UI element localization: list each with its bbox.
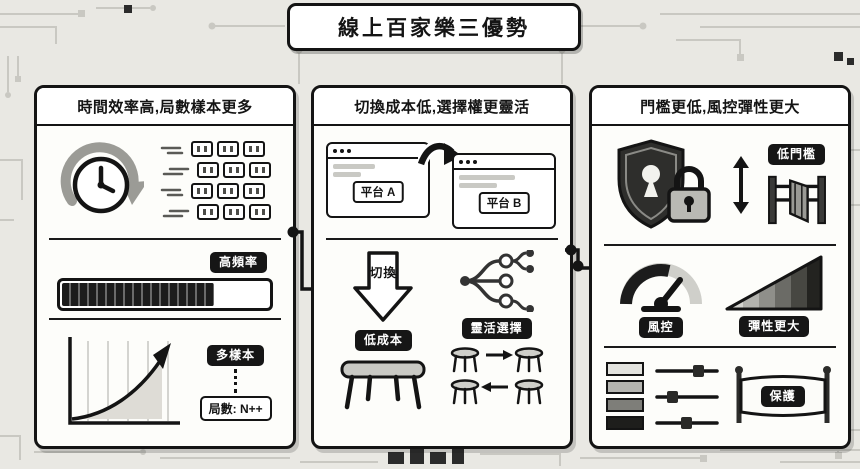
gauge-icon bbox=[619, 263, 702, 312]
high-frequency-badge: 高頻率 bbox=[209, 251, 267, 273]
platform-swap-section: 平台 A 平台 B bbox=[314, 126, 570, 238]
protection-badge: 保護 bbox=[760, 386, 805, 407]
gauge-column: 風控 bbox=[617, 254, 705, 338]
window-dot-icon bbox=[473, 159, 477, 164]
shield-lock-icon bbox=[617, 139, 711, 229]
clock-speed-icon bbox=[61, 142, 145, 214]
big-down-arrow-icon bbox=[353, 251, 414, 322]
divider bbox=[604, 244, 836, 246]
content-line bbox=[459, 183, 497, 188]
content-line bbox=[333, 164, 375, 169]
frequency-progress-bar bbox=[57, 277, 273, 311]
window-dot-icon bbox=[333, 148, 337, 153]
gate-icon bbox=[767, 175, 826, 224]
table-icon bbox=[340, 360, 426, 410]
window-dot-icon bbox=[340, 148, 344, 153]
protection-banner: 保護 bbox=[731, 365, 835, 429]
divider bbox=[49, 238, 281, 240]
browser-titlebar bbox=[454, 155, 554, 170]
browser-window-a: 平台 A bbox=[326, 142, 430, 218]
window-dot-icon bbox=[466, 159, 470, 164]
panel-switch-cost: 切換成本低,選擇權更靈活 平台 A bbox=[311, 85, 573, 449]
frequency-section: 高頻率 bbox=[37, 240, 293, 318]
sample-section: 多樣本 局數: N++ bbox=[37, 320, 293, 446]
ramp-icon bbox=[725, 255, 823, 311]
panel-time-efficiency: 時間效率高,局數樣本更多 bbox=[34, 85, 296, 449]
flexible-choice-badge: 靈活選擇 bbox=[461, 318, 532, 339]
switch-column: 切換 低成本 bbox=[339, 250, 427, 411]
divider bbox=[49, 318, 281, 320]
ramp-column: 彈性更大 bbox=[725, 255, 823, 337]
branch-options-icon bbox=[459, 250, 534, 312]
shield-section: 低門檻 bbox=[592, 126, 848, 244]
low-cost-badge: 低成本 bbox=[354, 330, 412, 351]
progress-fill bbox=[62, 282, 215, 306]
platform-a-label: 平台 A bbox=[352, 181, 404, 203]
platform-b-label: 平台 B bbox=[478, 192, 530, 214]
elasticity-badge: 彈性更大 bbox=[739, 316, 810, 337]
page-title: 線上百家樂三優勢 bbox=[338, 17, 530, 40]
rounds-label: 局數: N++ bbox=[199, 396, 272, 421]
protection-section: 保護 bbox=[592, 348, 848, 446]
panel-heading-efficiency: 時間效率高,局數樣本更多 bbox=[37, 88, 293, 126]
browser-content: 平台 B bbox=[454, 170, 554, 225]
efficiency-icons-row bbox=[37, 126, 293, 238]
content-line bbox=[459, 175, 515, 180]
multi-sample-badge: 多樣本 bbox=[207, 345, 265, 366]
divider bbox=[604, 346, 836, 348]
content-line bbox=[333, 172, 361, 177]
panel-threshold-risk: 門檻更低,風控彈性更大 低門檻 bbox=[589, 85, 851, 449]
flexible-column: 靈活選擇 bbox=[449, 250, 545, 405]
divider bbox=[326, 238, 558, 240]
panel-heading-threshold: 門檻更低,風控彈性更大 bbox=[592, 88, 848, 126]
risk-section: 風控 彈性更大 bbox=[592, 246, 848, 346]
browser-window-b: 平台 B bbox=[452, 153, 556, 229]
window-dot-icon bbox=[459, 159, 463, 164]
risk-control-badge: 風控 bbox=[638, 317, 683, 338]
stools-swap-icon bbox=[450, 347, 543, 405]
panel-heading-switching: 切換成本低,選擇權更靈活 bbox=[314, 88, 570, 126]
switch-arrow: 切換 bbox=[352, 250, 414, 324]
swatches-sliders-icon bbox=[606, 362, 720, 430]
data-stream-icon bbox=[160, 141, 271, 220]
dotted-connector bbox=[234, 369, 238, 393]
switch-options-section: 切換 低成本 bbox=[314, 240, 570, 446]
updown-arrow-icon bbox=[733, 156, 749, 214]
gate-column: 低門檻 bbox=[766, 143, 828, 227]
low-threshold-badge: 低門檻 bbox=[767, 143, 825, 165]
title-banner: 線上百家樂三優勢 bbox=[287, 3, 581, 51]
window-dot-icon bbox=[347, 148, 351, 153]
growth-chart-icon bbox=[68, 337, 181, 425]
switch-label: 切換 bbox=[369, 266, 397, 280]
browser-titlebar bbox=[328, 144, 428, 159]
browser-content: 平台 A bbox=[328, 159, 428, 214]
